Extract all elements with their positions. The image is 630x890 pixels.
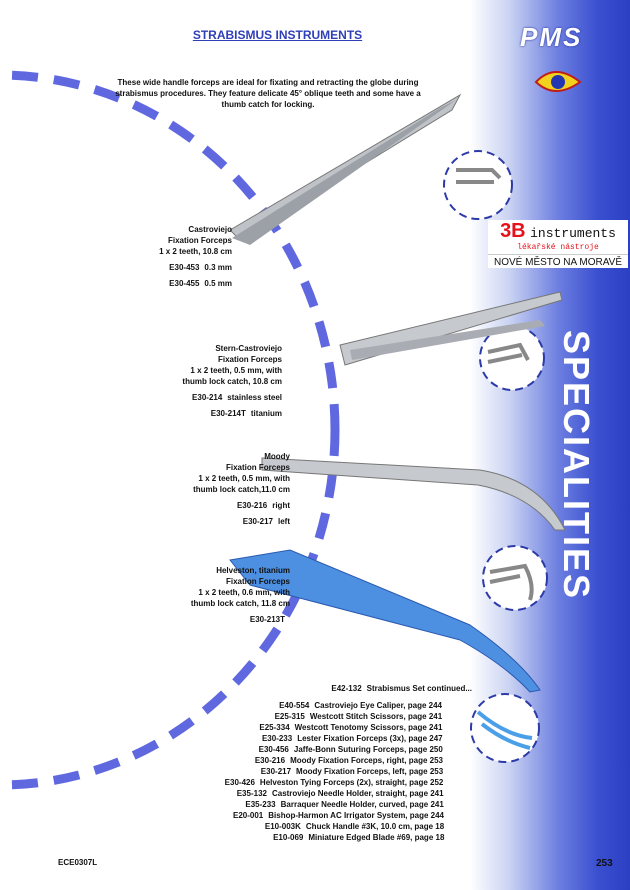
item-text: Miniature Edged Blade #69, page 18 <box>308 833 445 842</box>
set-list-item: E30-233 Lester Fixation Forceps (3x), pag… <box>225 733 443 744</box>
item-text: Lester Fixation Forceps (3x), page 247 <box>297 734 443 743</box>
item-text: Castroviejo Eye Caliper, page 244 <box>314 701 442 710</box>
item-code: E10-003K <box>264 822 301 831</box>
catalog-code: ECE0307L <box>58 858 98 867</box>
item-text: Westcott Tenotomy Scissors, page 241 <box>294 723 443 732</box>
strabismus-set-list: E42-132 Strabismus Set continued... E40-55… <box>225 683 472 843</box>
item-text: Moody Fixation Forceps, left, page 253 <box>296 767 444 776</box>
forceps-helveston-image <box>229 549 541 693</box>
set-list-item: E10-003K Chuck Handle #3K, 10.0 cm, page … <box>225 821 445 832</box>
item-code: E30-233 <box>261 734 293 743</box>
item-text: Barraquer Needle Holder, curved, page 24… <box>280 800 444 809</box>
item-text: Jaffe-Bonn Suturing Forceps, page 250 <box>293 745 443 754</box>
item-text: Westcott Stitch Scissors, page 241 <box>309 712 443 721</box>
set-list-item: E40-554 Castroviejo Eye Caliper, page 244 <box>225 700 442 711</box>
forceps-stern-castroviejo-image <box>339 291 563 366</box>
forceps-castroviejo-image <box>229 93 462 245</box>
item-text: Strabismus Set continued... <box>366 684 472 693</box>
item-code: E35-132 <box>236 789 267 798</box>
set-list-item: E30-456 Jaffe-Bonn Suturing Forceps, page… <box>225 744 443 755</box>
item-code: E25-334 <box>259 723 290 732</box>
eye-logo-icon <box>534 71 582 92</box>
item-code: E30-456 <box>258 745 289 754</box>
item-code: E20-001 <box>233 811 264 820</box>
detail-circle <box>443 150 513 220</box>
set-list-item: E25-315 Westcott Stitch Scissors, page 24… <box>225 711 443 722</box>
item-text: Helveston Tying Forceps (2x), straight, … <box>259 778 444 787</box>
item-code: E30-426 <box>224 778 255 787</box>
set-list-item: E30-216 Moody Fixation Forceps, right, pa… <box>225 755 443 766</box>
set-list-item: E35-132 Castroviejo Needle Holder, straig… <box>225 788 444 799</box>
item-code: E40-554 <box>279 701 310 710</box>
item-text: Bishop-Harmon AC Irrigator System, page … <box>268 811 444 820</box>
item-text: Moody Fixation Forceps, right, page 253 <box>290 756 443 765</box>
intro-text: These wide handle forceps are ideal for … <box>115 78 421 109</box>
forceps-moody-image <box>261 457 566 531</box>
item-text: Castroviejo Needle Holder, straight, pag… <box>271 789 444 798</box>
set-list-item: E42-132 Strabismus Set continued... <box>225 683 472 694</box>
set-list-item: E25-334 Westcott Tenotomy Scissors, page … <box>225 722 443 733</box>
item-text: Chuck Handle #3K, 10.0 cm, page 18 <box>305 822 445 831</box>
page-title: STRABISMUS INSTRUMENTS <box>192 28 363 42</box>
item-code: E42-132 <box>331 684 362 693</box>
set-list-item: E20-001 Bishop-Harmon AC Irrigator System… <box>225 810 444 821</box>
forceps-tips <box>456 168 534 750</box>
pms-logo: PMS <box>520 22 583 52</box>
item-code: E25-315 <box>274 712 305 721</box>
set-list-item: E35-233 Barraquer Needle Holder, curved, … <box>225 799 444 810</box>
page-number: 253 <box>596 858 613 869</box>
section-label: SPECIALITIES <box>556 330 597 601</box>
set-list-item: E10-069 Miniature Edged Blade #69, page 1… <box>225 832 445 843</box>
item-code: E10-069 <box>273 833 304 842</box>
item-code: E30-217 <box>260 767 292 776</box>
set-list-item: E30-217 Moody Fixation Forceps, left, pag… <box>225 766 444 777</box>
3b-instruments-logo: 3B instruments lékařské nástroje NOVÉ MĚ… <box>488 220 628 268</box>
item-code: E35-233 <box>245 800 276 809</box>
set-list-item: E30-426 Helveston Tying Forceps (2x), str… <box>225 777 444 788</box>
dashed-arc <box>0 70 340 790</box>
item-code: E30-216 <box>254 756 286 765</box>
